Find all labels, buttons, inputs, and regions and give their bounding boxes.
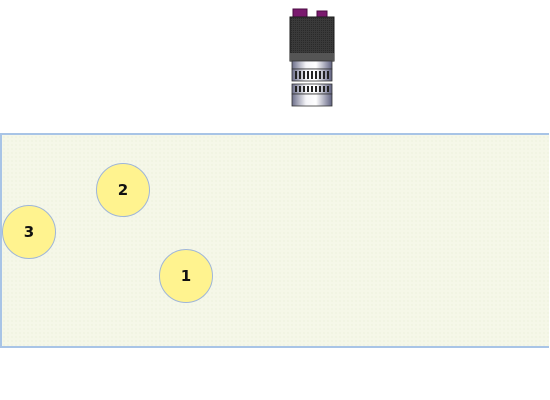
marker-1[interactable]: 1	[159, 249, 213, 303]
work-area[interactable]	[0, 133, 549, 348]
marker-2[interactable]: 2	[96, 163, 150, 217]
camera-icon	[289, 8, 335, 108]
marker-3[interactable]: 3	[2, 205, 56, 259]
